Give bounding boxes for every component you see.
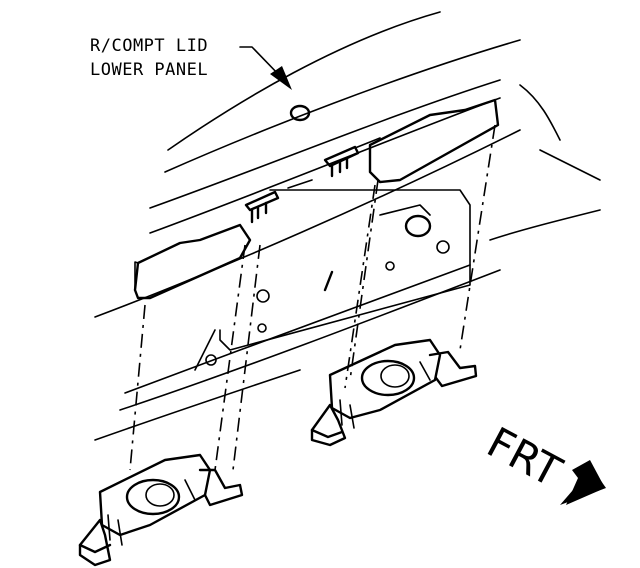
panel-slot — [323, 270, 334, 292]
panel-hole — [256, 289, 270, 303]
mount-outline-right — [368, 98, 500, 184]
panel-hole — [257, 323, 267, 333]
panel-hole-large — [404, 214, 432, 238]
clip-left — [244, 190, 280, 224]
mount-outline-left — [133, 223, 252, 300]
front-direction-label: FRT — [479, 418, 569, 497]
bracket-right-hole — [360, 359, 416, 397]
callout-leader — [239, 46, 292, 90]
panel-hole — [385, 261, 395, 271]
callout-label-line1: R/COMPT LID — [90, 36, 208, 56]
panel-hole — [436, 240, 450, 254]
callout-label-line2: LOWER PANEL — [90, 60, 208, 80]
front-arrow-icon — [560, 460, 606, 505]
projection-lines — [129, 124, 496, 471]
bracket-right — [310, 338, 478, 447]
lid-hole — [289, 104, 311, 122]
bracket-left-hole — [125, 478, 181, 516]
lid-lower-panel — [149, 11, 521, 234]
rear-panel — [94, 84, 601, 441]
bracket-left — [78, 453, 244, 567]
panel-hole — [205, 354, 217, 366]
clip-right — [323, 145, 360, 178]
